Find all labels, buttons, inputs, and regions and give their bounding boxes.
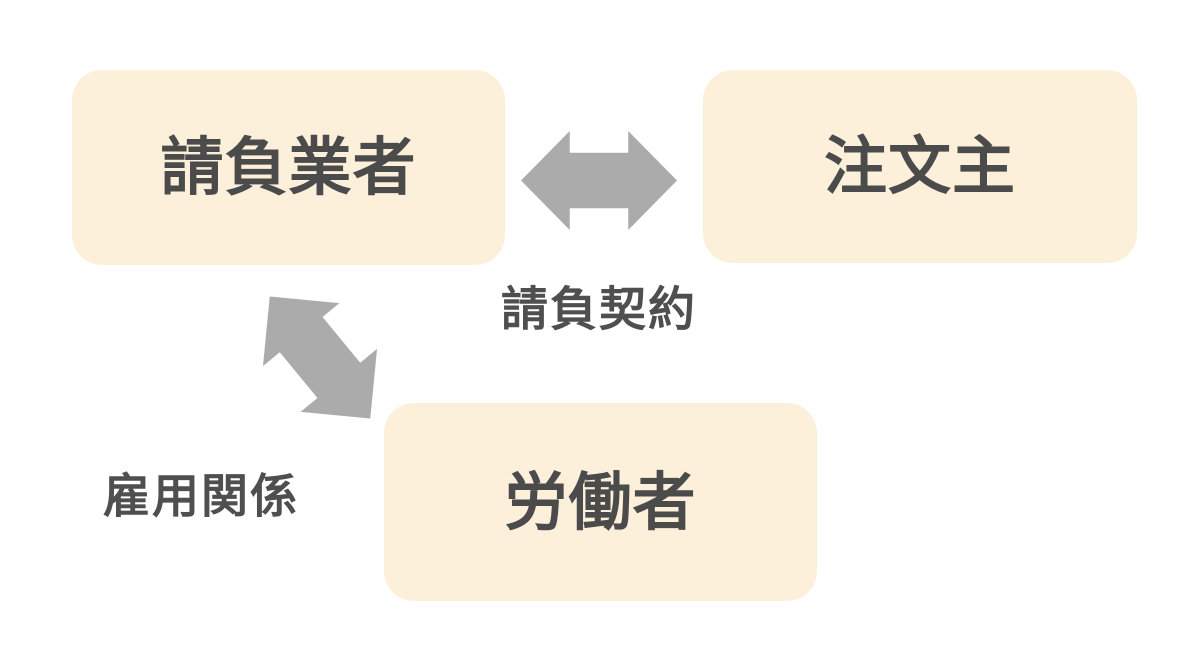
node-contractor: 請負業者 — [72, 70, 505, 265]
node-orderer: 注文主 — [703, 70, 1137, 263]
double-arrow-horizontal-icon — [521, 131, 677, 230]
node-contractor-label: 請負業者 — [160, 131, 417, 204]
double-arrow-diagonal-shape — [262, 296, 378, 419]
double-arrow-horizontal-shape — [521, 131, 677, 230]
double-arrow-diagonal-icon — [262, 296, 378, 419]
edge-label-koyou-kankei: 雇用関係 — [103, 469, 299, 525]
node-worker: 労働者 — [384, 403, 817, 601]
node-orderer-label: 注文主 — [824, 130, 1016, 203]
edge-label-ukeoi-keiyaku: 請負契約 — [501, 282, 697, 338]
node-worker-label: 労働者 — [504, 465, 697, 539]
